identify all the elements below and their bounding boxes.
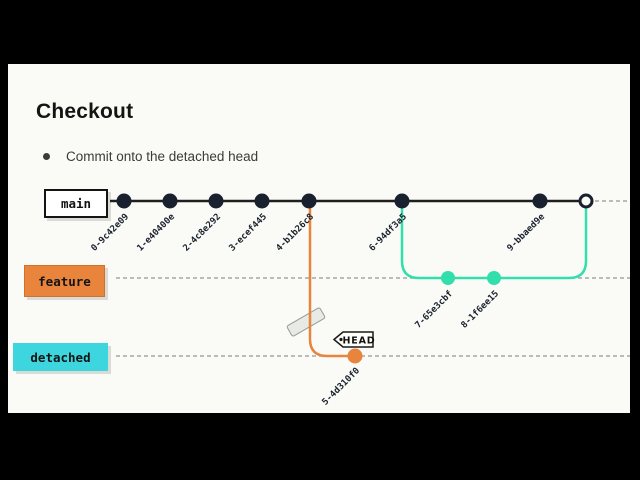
commit-label: 0-9c42e09 [90,212,132,254]
bullet-icon [43,153,50,160]
head-tag-shape [332,331,374,348]
commit-dot-6 [394,193,410,209]
commit-dot-3 [254,193,270,209]
open-commit-circle [578,193,594,209]
head-tag-text: HEAD [343,336,376,347]
branch-label-feature-text: feature [38,273,91,289]
branch-label-feature: feature [24,265,105,297]
commit-dot-5 [347,348,363,364]
commit-dot-4 [301,193,317,209]
branch-label-detached-text: detached [30,349,91,365]
commit-label: 5-4d310f0 [321,366,363,408]
branch-label-detached: detached [13,343,108,371]
commit-label: 8-1f6ee15 [460,289,502,331]
commit-label: 1-e40400e [136,212,178,254]
page-title: Checkout [36,100,134,123]
commit-dot-8 [487,271,501,285]
commit-label: 9-bbaed9e [506,212,548,254]
commit-dot-0 [116,193,132,209]
sticker-rectangle [286,307,326,337]
bullet-text: Commit onto the detached head [66,149,259,164]
head-tag-hole-icon [339,337,343,342]
commit-dot-2 [208,193,224,209]
commit-label: 7-65e3cbf [414,289,456,331]
commit-dot-9 [532,193,548,209]
branch-label-main-text: main [60,196,92,211]
commit-dot-1 [162,193,178,209]
bullet-item: Commit onto the detached head [43,149,258,164]
commit-dot-7 [441,271,455,285]
head-tag: HEAD [332,331,376,348]
slide: Checkout Commit onto the detached head m… [8,64,630,413]
branch-label-main: main [44,189,108,218]
feature-branch-line [400,208,588,280]
detached-branch-line [308,208,349,358]
git-graph: 0-9c42e09 1-e40400e 2-4c8e292 3-ecef445 … [90,193,630,408]
commit-label: 3-ecef445 [228,212,270,254]
commit-label: 2-4c8e292 [182,212,224,254]
